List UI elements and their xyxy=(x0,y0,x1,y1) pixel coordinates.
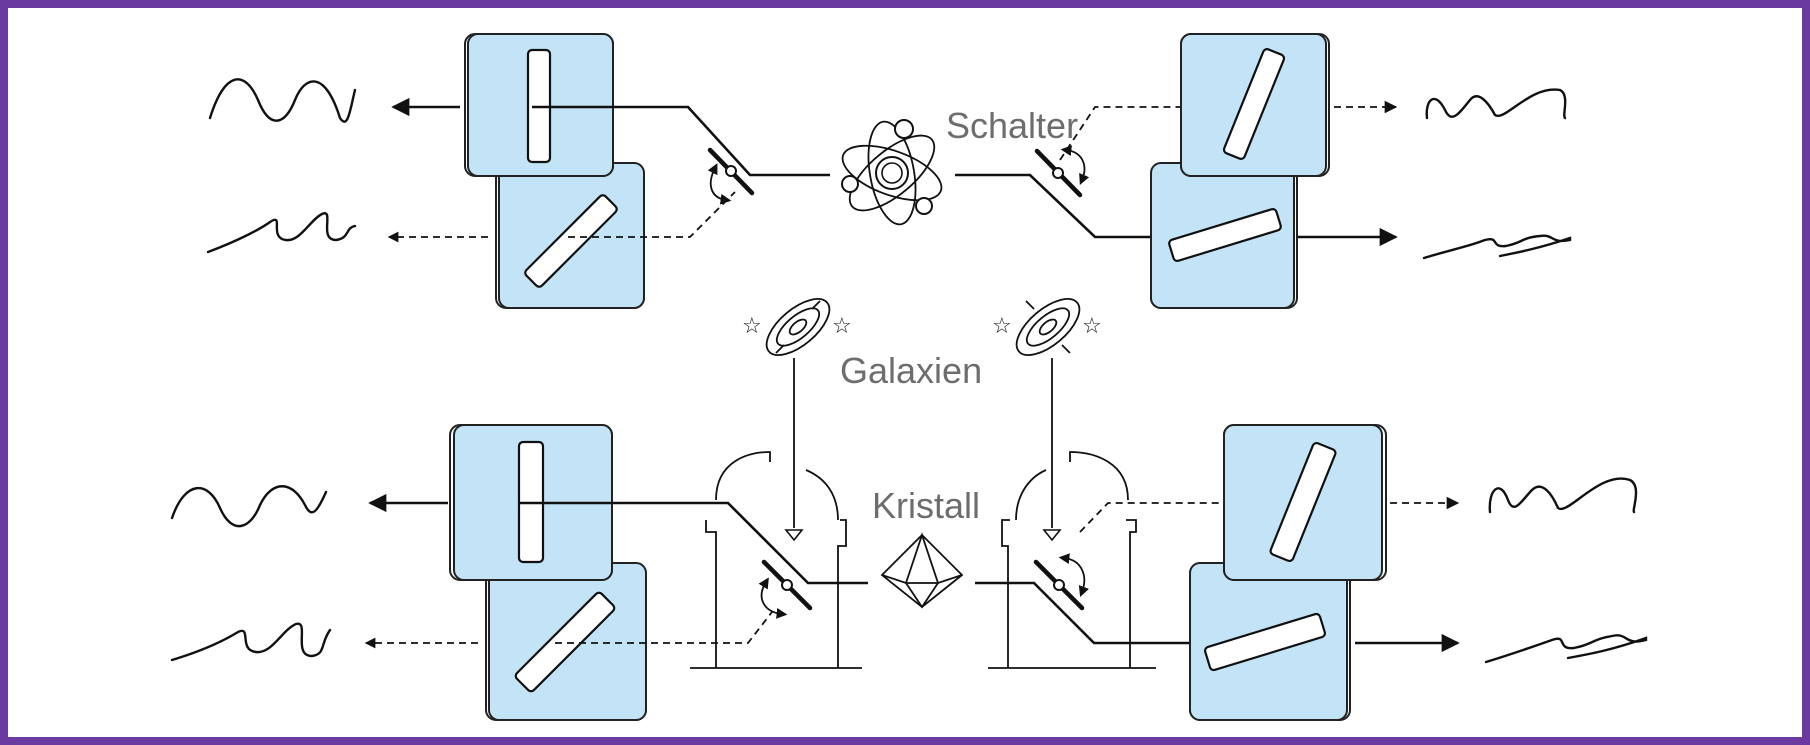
star-icon: ☆ xyxy=(742,314,762,339)
wave-diagonal-top-left xyxy=(206,212,357,254)
beam-bottom-left-solid xyxy=(519,501,868,585)
wave-horizontal-bottom-right xyxy=(1484,634,1648,664)
crystal-icon xyxy=(880,532,964,609)
wave-tilted-bottom-right xyxy=(1488,477,1638,514)
galaxy-icon-right xyxy=(1015,298,1081,356)
atom-icon xyxy=(841,119,943,226)
switch-bottom-left xyxy=(758,559,813,619)
top-right-polarizer-stack xyxy=(1150,33,1330,309)
switch-bottom-right xyxy=(1033,553,1089,611)
tilted-crystal-bottom xyxy=(1269,441,1337,563)
beam-top-left-dashed xyxy=(568,191,736,238)
observatory-icon-left xyxy=(690,451,862,669)
wave-vertical-bottom-left xyxy=(170,485,328,528)
tilted-crystal xyxy=(1222,48,1286,160)
switch-top-right xyxy=(1034,145,1090,198)
wave-vertical-top-left xyxy=(208,78,357,123)
wave-diagonal-bottom-left xyxy=(170,622,332,662)
label-galaxies: Galaxien xyxy=(840,350,982,391)
beam-bottom-right-solid xyxy=(975,581,1276,645)
star-icon: ☆ xyxy=(1082,314,1102,339)
observatory-icon-right xyxy=(988,451,1156,669)
wave-tilted-top-right xyxy=(1425,88,1567,120)
beam-top-left-solid xyxy=(532,105,830,177)
galaxy-icon-left xyxy=(765,298,831,356)
wave-horizontal-top-right xyxy=(1422,234,1572,260)
beam-bottom-left-dashed xyxy=(555,611,773,644)
top-left-polarizer-stack xyxy=(464,33,645,309)
star-icon: ☆ xyxy=(992,314,1012,339)
star-icon: ☆ xyxy=(832,314,852,339)
horizontal-crystal-bottom xyxy=(1204,612,1326,672)
bottom-right-polarizer-stack xyxy=(1189,424,1387,721)
bottom-left-polarizer-stack xyxy=(449,424,647,721)
switch-top-left xyxy=(707,147,755,205)
label-crystal: Kristall xyxy=(872,485,980,526)
label-switch: Schalter xyxy=(946,105,1078,146)
diagonal-crystal-bottom xyxy=(514,591,616,693)
diagonal-crystal xyxy=(524,194,618,288)
horizontal-crystal xyxy=(1168,208,1282,262)
